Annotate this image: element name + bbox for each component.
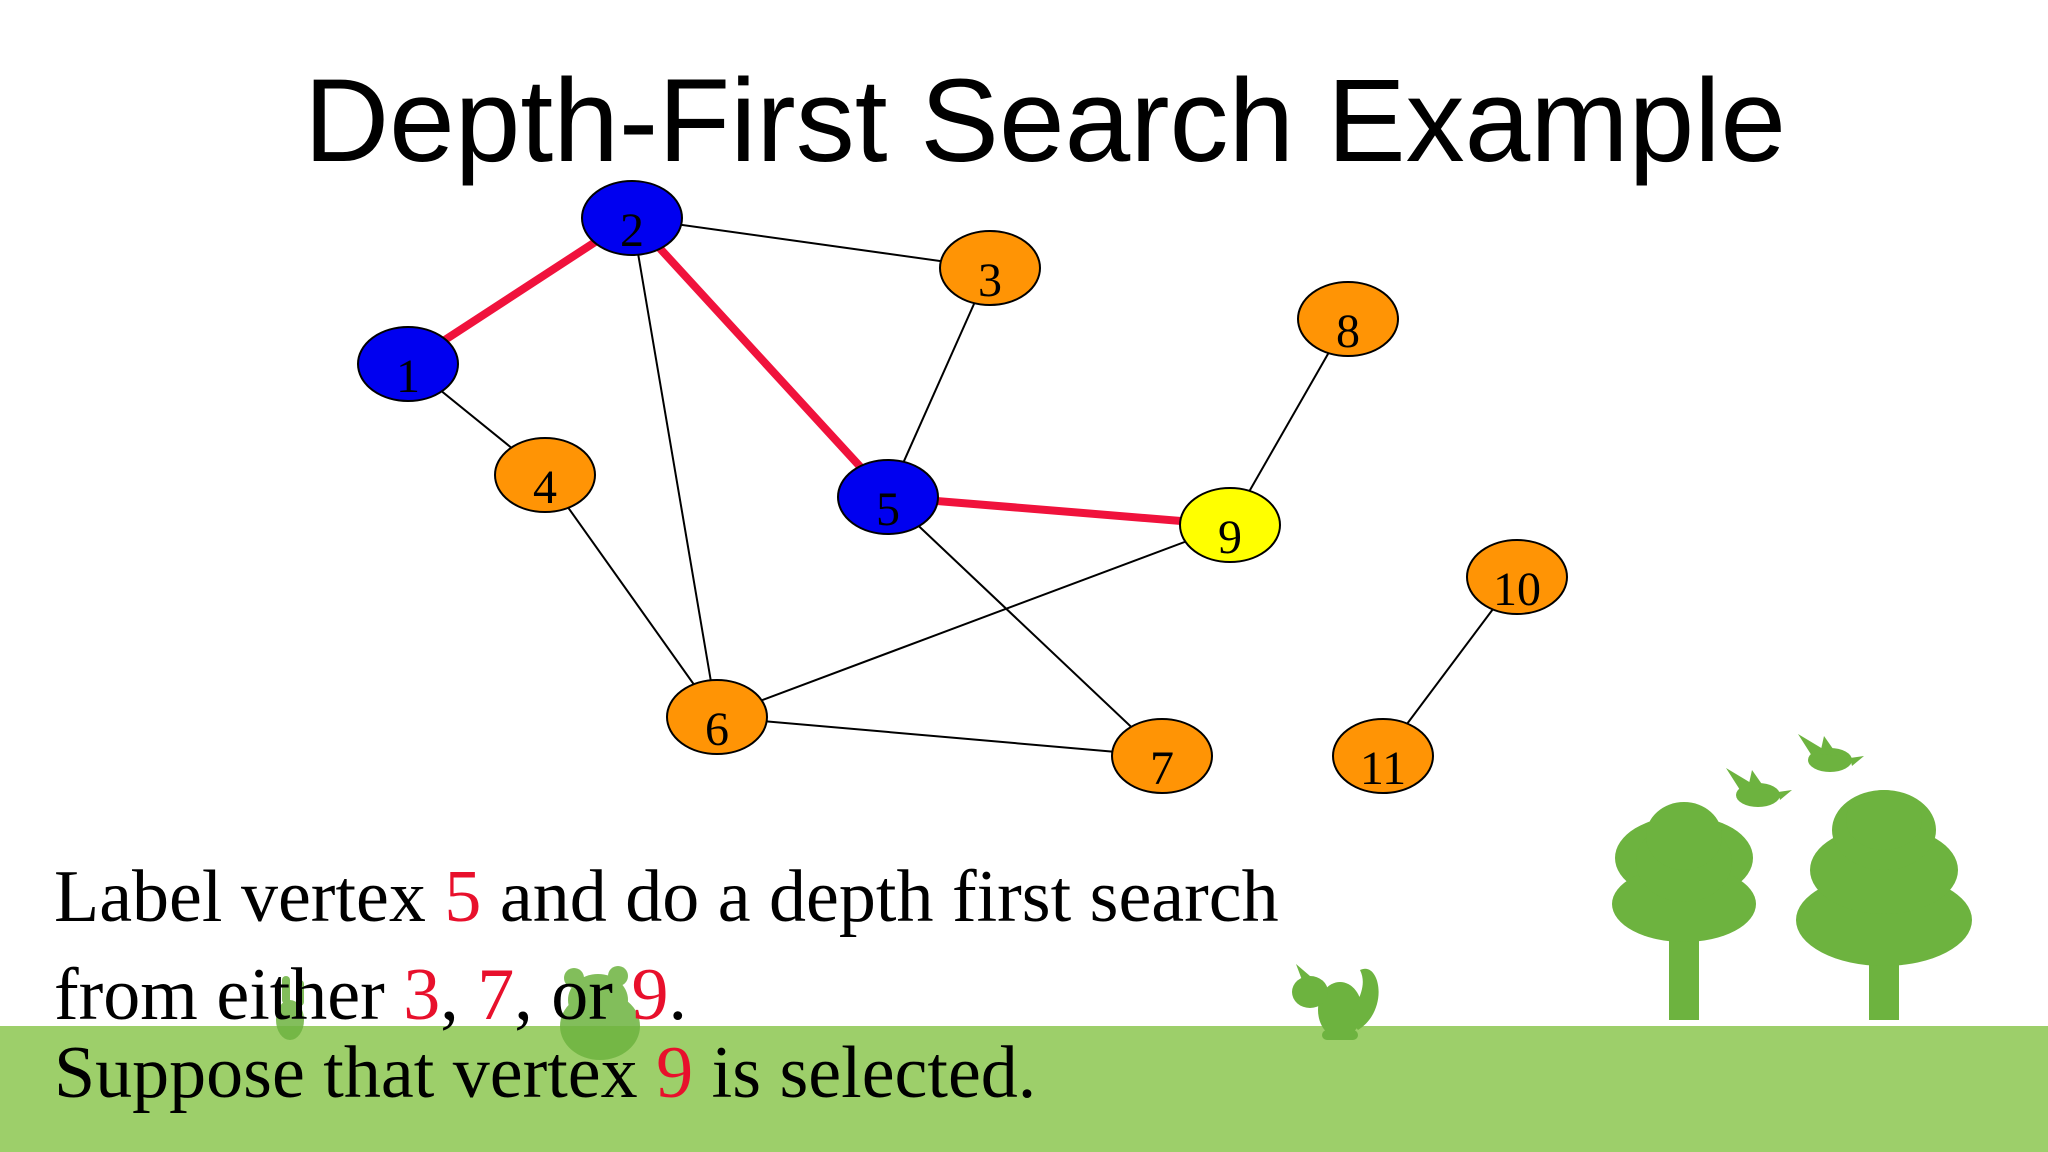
edge-3-5 [887,267,991,498]
edge-2-6 [631,217,718,718]
node-5-label: 5 [876,483,900,536]
squirrel-icon [1292,964,1379,1040]
text-segment: . [668,954,687,1036]
node-6-label: 6 [705,703,729,756]
tree-edge-2-5 [629,215,891,500]
node-3-shape [939,230,1041,306]
node-3-label: 3 [978,254,1002,307]
bear-icon [560,966,640,1060]
edge-2-3 [631,217,991,269]
text-segment: Label vertex [54,856,445,938]
text-segment: , or [514,954,632,1036]
nodes: 1 2 3 4 5 6 7 8 9 10 11 [357,180,1568,795]
instruction-line-3: Suppose that vertex 9 is selected. [54,1036,1036,1110]
node-6: 6 [666,679,768,756]
edge-6-9 [716,524,1231,718]
node-1-shape [357,326,459,402]
node-2: 2 [581,180,683,257]
node-7-label: 7 [1150,742,1174,795]
bird-icon [1726,768,1792,807]
instruction-line-2: from either 3, 7, or 9. [54,958,687,1032]
node-9-shape [1179,487,1281,563]
highlight-vertex: 9 [656,1032,694,1114]
node-4: 4 [494,437,596,514]
edge-4-6 [544,474,718,718]
node-8: 8 [1297,281,1399,358]
node-11-label: 11 [1360,742,1406,795]
node-11: 11 [1332,718,1434,795]
node-2-label: 2 [620,204,644,257]
node-8-label: 8 [1336,305,1360,358]
node-1-label: 1 [396,350,420,403]
node-10: 10 [1466,539,1568,616]
edge-5-7 [887,496,1163,757]
node-9-label: 9 [1218,511,1242,564]
node-4-label: 4 [533,461,557,514]
text-segment: and do a depth first search [481,856,1279,938]
highlight-vertex: 5 [444,856,482,938]
slide-title: Depth-First Search Example [303,55,1787,187]
text-segment: from either [54,954,404,1036]
node-7-shape [1111,718,1213,794]
node-5: 5 [837,459,939,536]
highlight-vertex: 7 [477,954,515,1036]
node-2-shape [581,180,683,256]
node-7: 7 [1111,718,1213,795]
node-4-shape [494,437,596,513]
instruction-line-1: Label vertex 5 and do a depth first sear… [54,860,1279,934]
node-9: 9 [1179,487,1281,564]
node-5-shape [837,459,939,535]
highlight-vertex: 9 [631,954,669,1036]
node-1: 1 [357,326,459,403]
tree-icon [1612,802,1756,1020]
highlight-vertex: 3 [403,954,441,1036]
text-segment: Suppose that vertex [54,1032,657,1114]
node-3: 3 [939,230,1041,307]
tree-edge-5-9 [887,493,1231,529]
text-segment: is selected. [693,1032,1037,1114]
ground-band [0,1026,2048,1152]
node-10-shape [1466,539,1568,615]
node-6-shape [666,679,768,755]
rabbit-icon [276,976,304,1040]
text-segment: , [440,954,478,1036]
node-8-shape [1297,281,1399,357]
tree-icon [1796,790,1972,1020]
bird-icon [1798,734,1864,772]
node-11-shape [1332,718,1434,794]
edge-6-7 [716,716,1163,757]
node-10-label: 10 [1493,563,1541,616]
